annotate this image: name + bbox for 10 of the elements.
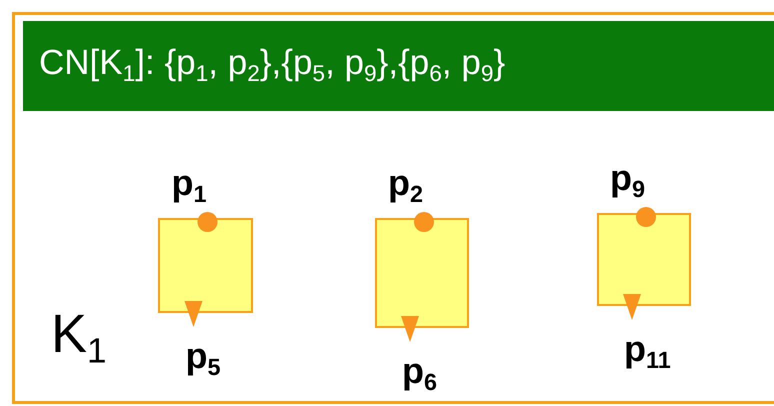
port-label: p$_{2}$ [388, 162, 424, 208]
port-label: p$_{1}$ [172, 162, 207, 208]
port-label: p$_{6}$ [402, 350, 438, 396]
port-label: p$_{5}$ [186, 335, 221, 382]
frame [12, 12, 774, 404]
port-label: p$_{9}$ [610, 157, 646, 204]
component-label: K$_{1}$ [51, 303, 107, 372]
header-bar [23, 21, 774, 111]
header-text: CN[K$_{1}$]: {p$_{1}$, p$_{2}$},{p$_{5}$, p$_{9}$},{p$_{6}$, p$_{9}$} [39, 43, 506, 87]
port-label: p$_{11}$ [624, 328, 671, 374]
